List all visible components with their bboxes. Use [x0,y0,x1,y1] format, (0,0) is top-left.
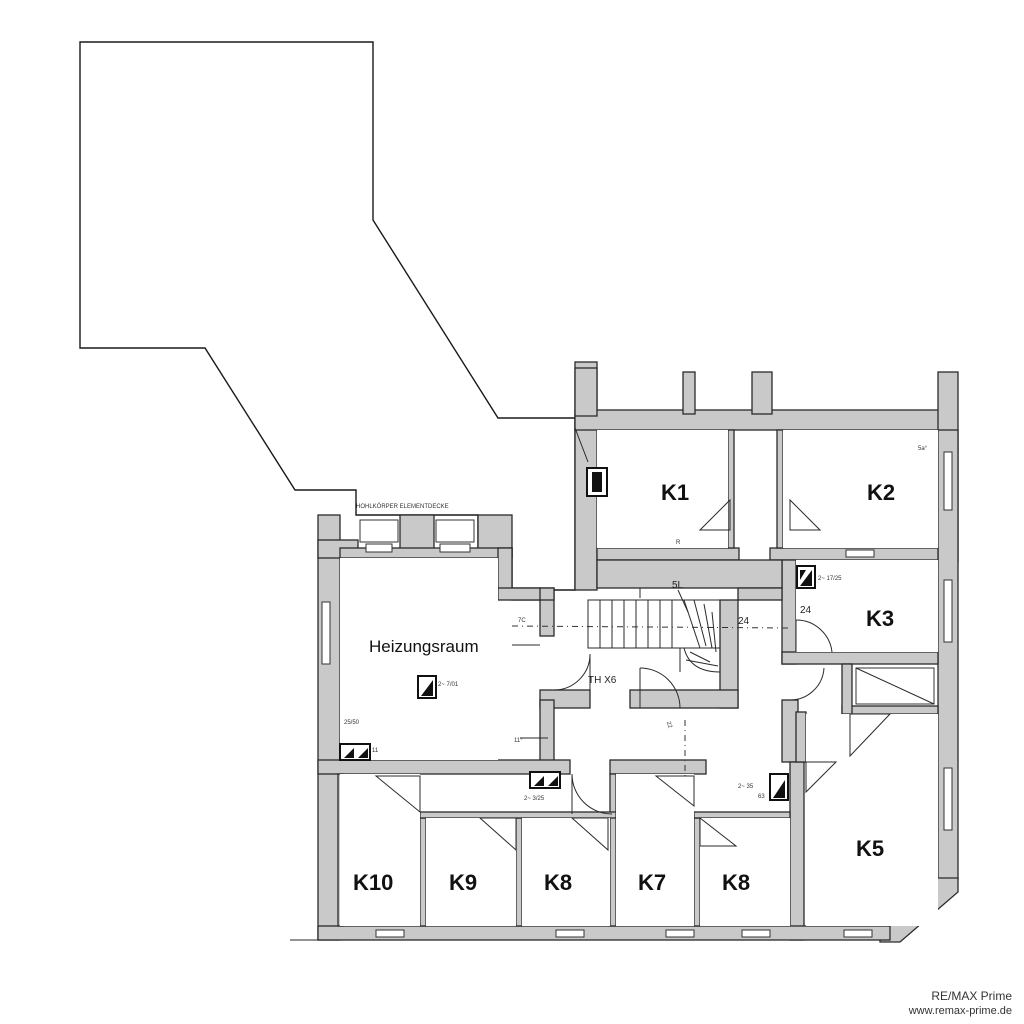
note-k2-corner: 5a° [918,446,928,452]
note-heiz-small: 11 [372,748,379,754]
walls-stair-block [511,559,783,771]
staircase [587,588,721,673]
axis-lines [511,625,791,776]
wall-triangles [374,498,892,852]
note-corridor-flue: 2~ 3/25 [524,796,545,802]
note-stair-left: 7C [518,618,526,624]
note-top-caption: HOHLKÖRPER ELEMENTDECKE [356,503,449,510]
note-stair-right: 24 [738,616,750,627]
brand-name: RE/MAX Prime [931,989,1012,1003]
room-label-k10: K10 [353,870,393,895]
note-k3-flue: 2~ 17/25 [818,576,842,582]
room-label-k7: K7 [638,870,666,895]
note-corridor-mark: 22 [665,721,673,730]
room-label-k9: K9 [449,870,477,895]
note-k7-flue-a: 2~ 35 [738,784,754,790]
flue-symbols [339,467,816,801]
stair-label: TH X6 [588,675,617,686]
note-stair-top: 5L [672,580,684,591]
note-k3-dim: 24 [800,605,812,616]
room-label-heizungsraum: Heizungsraum [369,637,479,656]
note-corridor-dim: 11° [514,738,523,744]
room-label-k5: K5 [856,836,884,861]
room-label-k3: K3 [866,606,894,631]
note-heiz-flue: 2~ 7/01 [438,682,459,688]
misc-lines [290,427,935,941]
note-k7-flue-b: 63 [758,794,765,800]
site-outline [79,41,576,591]
note-k1-small: R [676,540,681,546]
room-label-k8-right: K8 [722,870,750,895]
room-label-k8-left: K8 [544,870,572,895]
room-fills [340,430,938,926]
windows [321,451,953,938]
room-label-k2: K2 [867,480,895,505]
room-label-k1: K1 [661,480,689,505]
door-swings [553,619,833,815]
brand-url: www.remax-prime.de [908,1005,1012,1017]
note-heiz-dim: 25/50 [344,720,360,726]
